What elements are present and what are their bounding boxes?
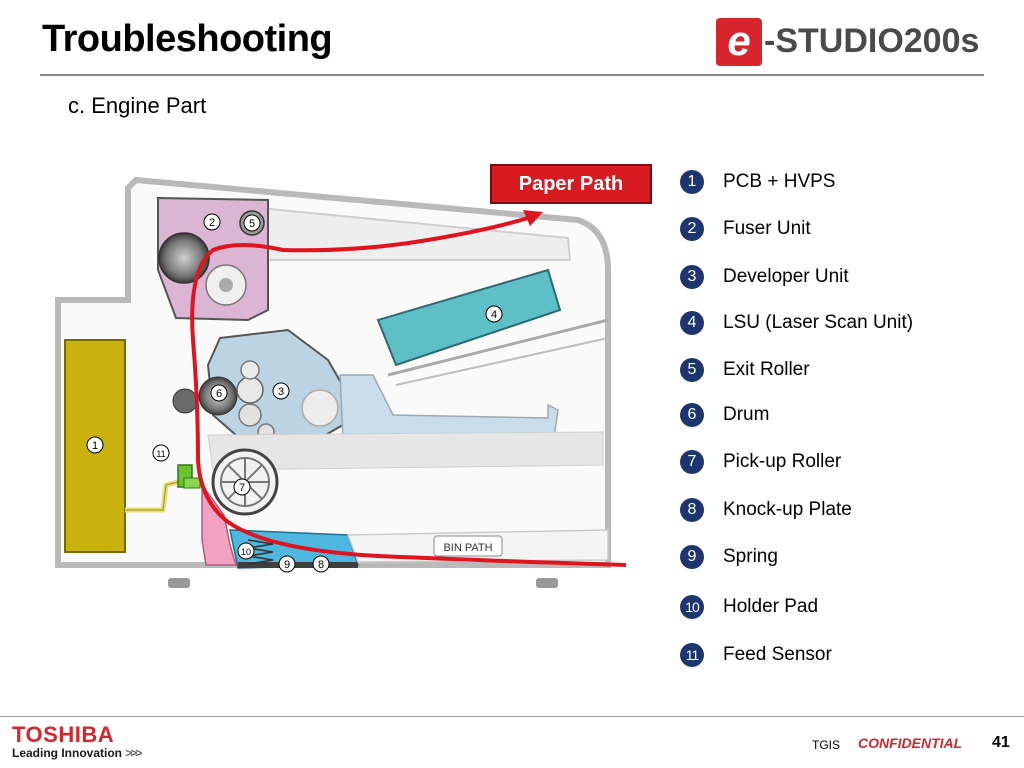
paper-path-line	[190, 216, 627, 567]
legend-item-5: 5 Exit Roller	[680, 356, 810, 384]
svg-text:7: 7	[239, 482, 245, 494]
svg-text:5: 5	[249, 218, 255, 230]
legend-item-8: 8 Knock-up Plate	[680, 496, 852, 524]
diagram-callouts: 2 5 4 6 3 1 11 7 10 9 8	[86, 213, 503, 573]
developer-roller	[236, 376, 264, 404]
right-foot	[536, 578, 558, 588]
tagline-text: Leading Innovation	[12, 746, 122, 760]
legend-item-1: 1 PCB + HVPS	[680, 168, 835, 196]
legend-label: Holder Pad	[723, 596, 819, 617]
legend-label: Spring	[723, 546, 778, 567]
legend-item-6: 6 Drum	[680, 401, 769, 429]
legend-item-3: 3 Developer Unit	[680, 263, 849, 291]
legend-label: Fuser Unit	[723, 218, 811, 239]
legend-item-4: 4 LSU (Laser Scan Unit)	[680, 309, 913, 337]
legend-number: 9	[680, 545, 704, 569]
left-foot	[168, 578, 190, 588]
legend-label: Knock-up Plate	[723, 499, 852, 520]
lsu-unit	[376, 268, 562, 367]
callout-5: 5	[243, 214, 261, 232]
callout-8: 8	[312, 555, 330, 573]
paper-path-label: Paper Path	[490, 164, 652, 204]
legend-number: 6	[680, 403, 704, 427]
bin-path-box	[433, 535, 503, 557]
legend-label: PCB + HVPS	[723, 171, 836, 192]
title-divider	[40, 74, 984, 76]
engine-diagram: BIN PATH 2 5 4 6 3 1 11 7 10 9 8	[55, 176, 627, 588]
legend-item-9: 9 Spring	[680, 543, 778, 571]
charge-roller	[172, 388, 198, 414]
svg-text:8: 8	[318, 559, 324, 571]
callout-2: 2	[203, 213, 221, 231]
legend-number: 5	[680, 358, 704, 382]
legend-label: Exit Roller	[723, 359, 810, 380]
legend-number: 4	[680, 311, 704, 335]
confidential-label: CONFIDENTIAL	[858, 735, 963, 751]
legend-number: 3	[680, 265, 704, 289]
callout-9: 9	[278, 555, 296, 573]
svg-text:1: 1	[92, 440, 98, 452]
page-number: 41	[992, 734, 1010, 751]
legend-item-7: 7 Pick-up Roller	[680, 448, 841, 476]
toshiba-logo: TOSHIBA	[12, 722, 115, 747]
bin-path-label: BIN PATH	[443, 542, 492, 554]
legend-number: 1	[680, 170, 704, 194]
footer-tgis: TGIS	[812, 738, 841, 752]
spring	[247, 539, 274, 565]
legend-label: Pick-up Roller	[723, 451, 842, 472]
callout-4: 4	[485, 305, 503, 323]
legend-label: Feed Sensor	[723, 644, 832, 665]
fuser-heat-roller	[158, 232, 210, 284]
legend-item-10: 10 Holder Pad	[680, 593, 818, 621]
tagline: Leading Innovation >>>	[12, 746, 142, 760]
svg-text:6: 6	[216, 388, 222, 400]
legend-number: 10	[680, 595, 704, 619]
legend-item-11: 11 Feed Sensor	[680, 641, 832, 669]
callout-7: 7	[233, 478, 251, 496]
svg-text:11: 11	[156, 449, 165, 459]
legend-number: 7	[680, 450, 704, 474]
callout-1: 1	[86, 436, 104, 454]
svg-text:9: 9	[284, 559, 290, 571]
callout-10: 10	[237, 542, 255, 560]
page-title: Troubleshooting	[42, 18, 333, 60]
toner-agitator	[301, 389, 339, 427]
callout-11: 11	[152, 444, 170, 462]
paper-path-arrow-head	[523, 210, 543, 226]
legend-number: 11	[680, 643, 704, 667]
svg-text:3: 3	[278, 386, 284, 398]
legend-number: 2	[680, 217, 704, 241]
brand-e-mark: e	[716, 18, 762, 66]
callout-3: 3	[272, 382, 290, 400]
svg-text:10: 10	[241, 547, 251, 557]
tagline-arrows-icon: >>>	[125, 746, 142, 760]
brand-text: -STUDIO200s	[764, 22, 980, 60]
footer-divider	[0, 716, 1024, 717]
legend-label: Drum	[723, 404, 770, 425]
svg-text:4: 4	[491, 309, 497, 321]
legend-item-2: 2 Fuser Unit	[680, 215, 811, 243]
callout-6: 6	[210, 384, 228, 402]
legend-label: LSU (Laser Scan Unit)	[723, 312, 914, 333]
legend-number: 8	[680, 498, 704, 522]
svg-text:2: 2	[209, 217, 215, 229]
estudio-logo: e -STUDIO200s	[712, 18, 984, 66]
legend-label: Developer Unit	[723, 266, 849, 287]
section-subtitle: c. Engine Part	[68, 93, 207, 118]
